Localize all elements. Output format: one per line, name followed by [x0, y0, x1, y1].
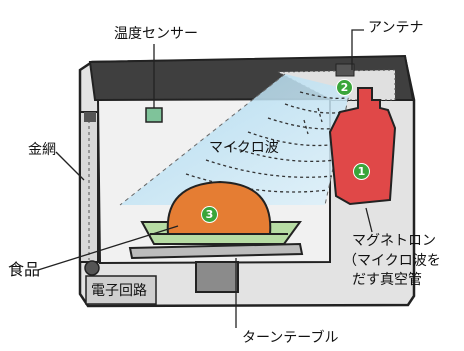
food-item: [166, 180, 272, 235]
label-magnetron: マグネトロン: [352, 233, 436, 249]
electronic-circuit-box: [85, 275, 157, 305]
leader-lines: [37, 29, 373, 328]
wire-mesh-panel: [79, 111, 99, 263]
badge-3: 3: [202, 207, 217, 222]
label-magnetron-desc-1: （マイクロ波を: [343, 253, 441, 269]
door-roller: [84, 260, 100, 276]
label-electronic-circuit: 電子回路: [91, 283, 147, 299]
badge-1: 1: [354, 164, 369, 179]
badge-2: 2: [337, 80, 352, 95]
turntable: [128, 242, 304, 260]
turntable-motor: [195, 261, 239, 293]
magnetron-body: [328, 87, 397, 206]
antenna-bump: [335, 63, 355, 77]
wave-arcs: [185, 91, 346, 193]
label-temperature-sensor: 温度センサー: [114, 26, 198, 42]
label-food: 食品: [8, 260, 41, 279]
label-microwave: マイクロ波: [209, 140, 279, 156]
temperature-sensor: [145, 107, 163, 123]
label-wire-mesh: 金網: [28, 142, 56, 158]
label-turntable: ターンテーブル: [242, 330, 339, 346]
beam-edge-left: [119, 73, 286, 206]
label-antenna: アンテナ: [368, 20, 424, 36]
label-magnetron-desc-2: だす真空管: [352, 272, 422, 288]
